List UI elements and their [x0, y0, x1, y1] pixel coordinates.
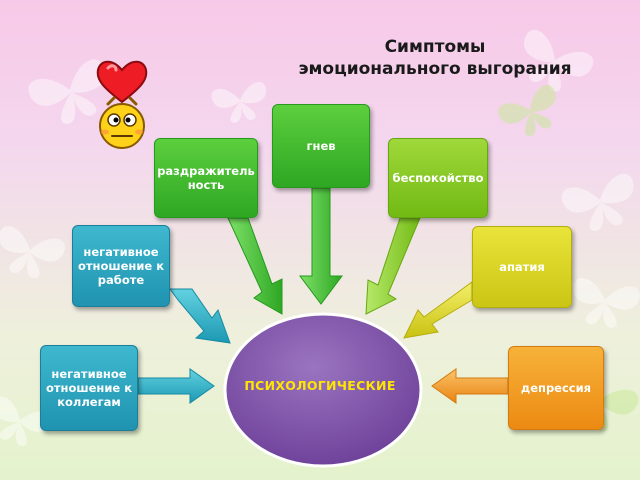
emoji-heart-smiley	[96, 60, 148, 149]
anxiety-label: беспокойство	[392, 171, 484, 185]
center-label: ПСИХОЛОГИЧЕСКИЕ	[244, 378, 396, 393]
irritability-line-1: раздражитель	[157, 164, 255, 178]
arrow-anger	[299, 187, 343, 305]
center-node	[223, 312, 423, 468]
arrow-colleagues	[137, 368, 215, 404]
apathy-label: апатия	[499, 260, 545, 274]
work-line-1: негативное	[83, 245, 159, 259]
colleagues-line-2: отношение к	[45, 381, 133, 395]
title-line-1: Симптомы	[384, 37, 486, 57]
arrow-anxiety	[365, 217, 421, 315]
symptom-colleagues: негативное отношение к коллегам	[40, 345, 138, 431]
work-line-3: работе	[97, 273, 145, 287]
symptom-apathy: апатия	[472, 226, 572, 308]
arrow-irritability	[227, 217, 283, 315]
smiley-icon	[99, 96, 145, 149]
arrow-work	[169, 288, 231, 344]
depression-label: депрессия	[520, 381, 592, 395]
arrow-depression	[431, 368, 509, 404]
symptom-anger: гнев	[272, 104, 370, 188]
arrow-apathy	[403, 281, 473, 339]
symptom-depression: депрессия	[508, 346, 604, 430]
symptom-anxiety: беспокойство	[388, 138, 488, 218]
symptom-work: негативное отношение к работе	[72, 225, 170, 307]
heart-icon	[96, 60, 148, 104]
work-line-2: отношение к	[77, 259, 165, 273]
irritability-line-2: ность	[187, 178, 225, 192]
symptom-irritability: раздражитель ность	[154, 138, 258, 218]
colleagues-line-3: коллегам	[57, 395, 121, 409]
page-title: Симптомы эмоционального выгорания	[250, 36, 620, 80]
colleagues-line-1: негативное	[51, 367, 127, 381]
anger-label: гнев	[306, 139, 336, 153]
title-line-2: эмоционального выгорания	[298, 59, 572, 79]
